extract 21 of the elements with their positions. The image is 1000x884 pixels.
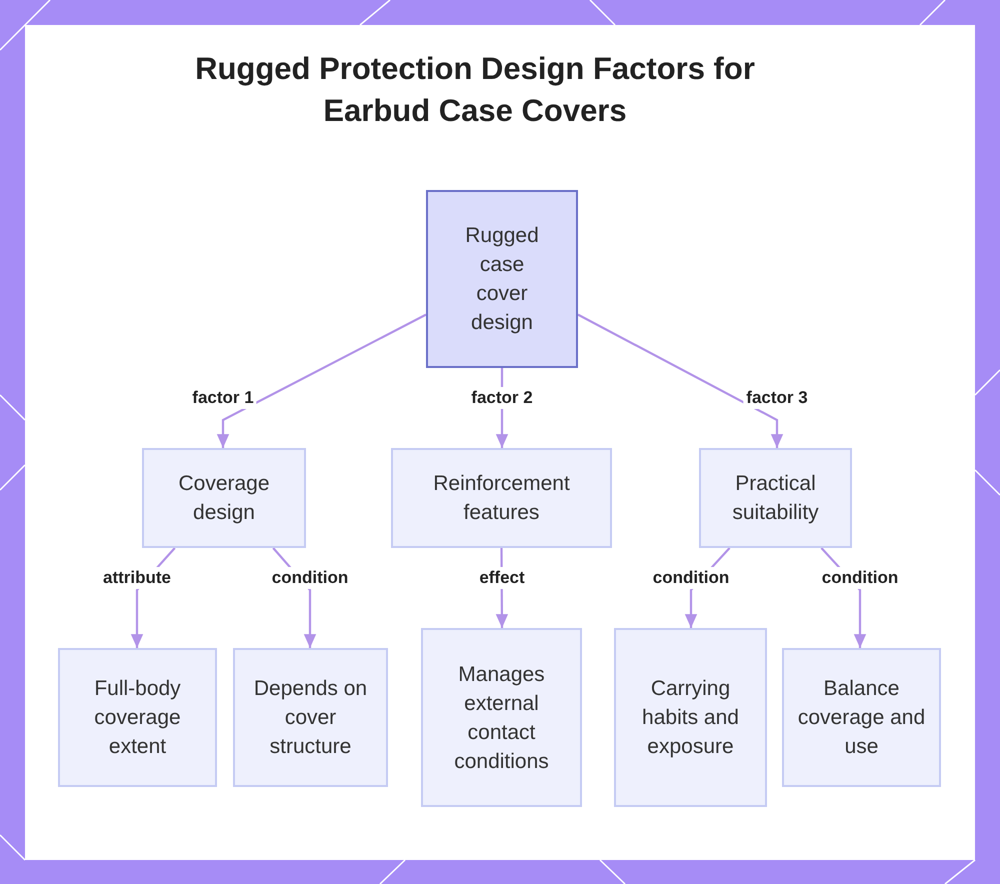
topic-box — [614, 628, 767, 807]
node-text: Manages external contact conditions — [453, 662, 550, 774]
topic-box — [782, 648, 941, 787]
topic-box — [391, 448, 612, 548]
topic-box — [142, 448, 306, 548]
topic-box — [233, 648, 388, 787]
node-text: Full-body coverage extent — [93, 676, 182, 760]
node-text: Practical suitability — [731, 471, 820, 526]
node-text: Reinforcement features — [432, 471, 571, 526]
node-text: Balance coverage and use — [796, 676, 926, 760]
topic-box — [421, 628, 582, 807]
diagram-title: Rugged Protection Design Factors for Earbud Case Covers — [194, 50, 756, 130]
topic-box — [699, 448, 852, 548]
topic-box — [58, 648, 217, 787]
node-text: Depends on cover structure — [252, 676, 368, 760]
node-text: Rugged case cover design — [464, 223, 540, 336]
node-text: Carrying habits and exposure — [641, 676, 740, 760]
root-box — [426, 190, 578, 368]
arrow — [577, 314, 784, 448]
node-text: Coverage design — [177, 471, 271, 526]
arrow — [216, 314, 426, 448]
